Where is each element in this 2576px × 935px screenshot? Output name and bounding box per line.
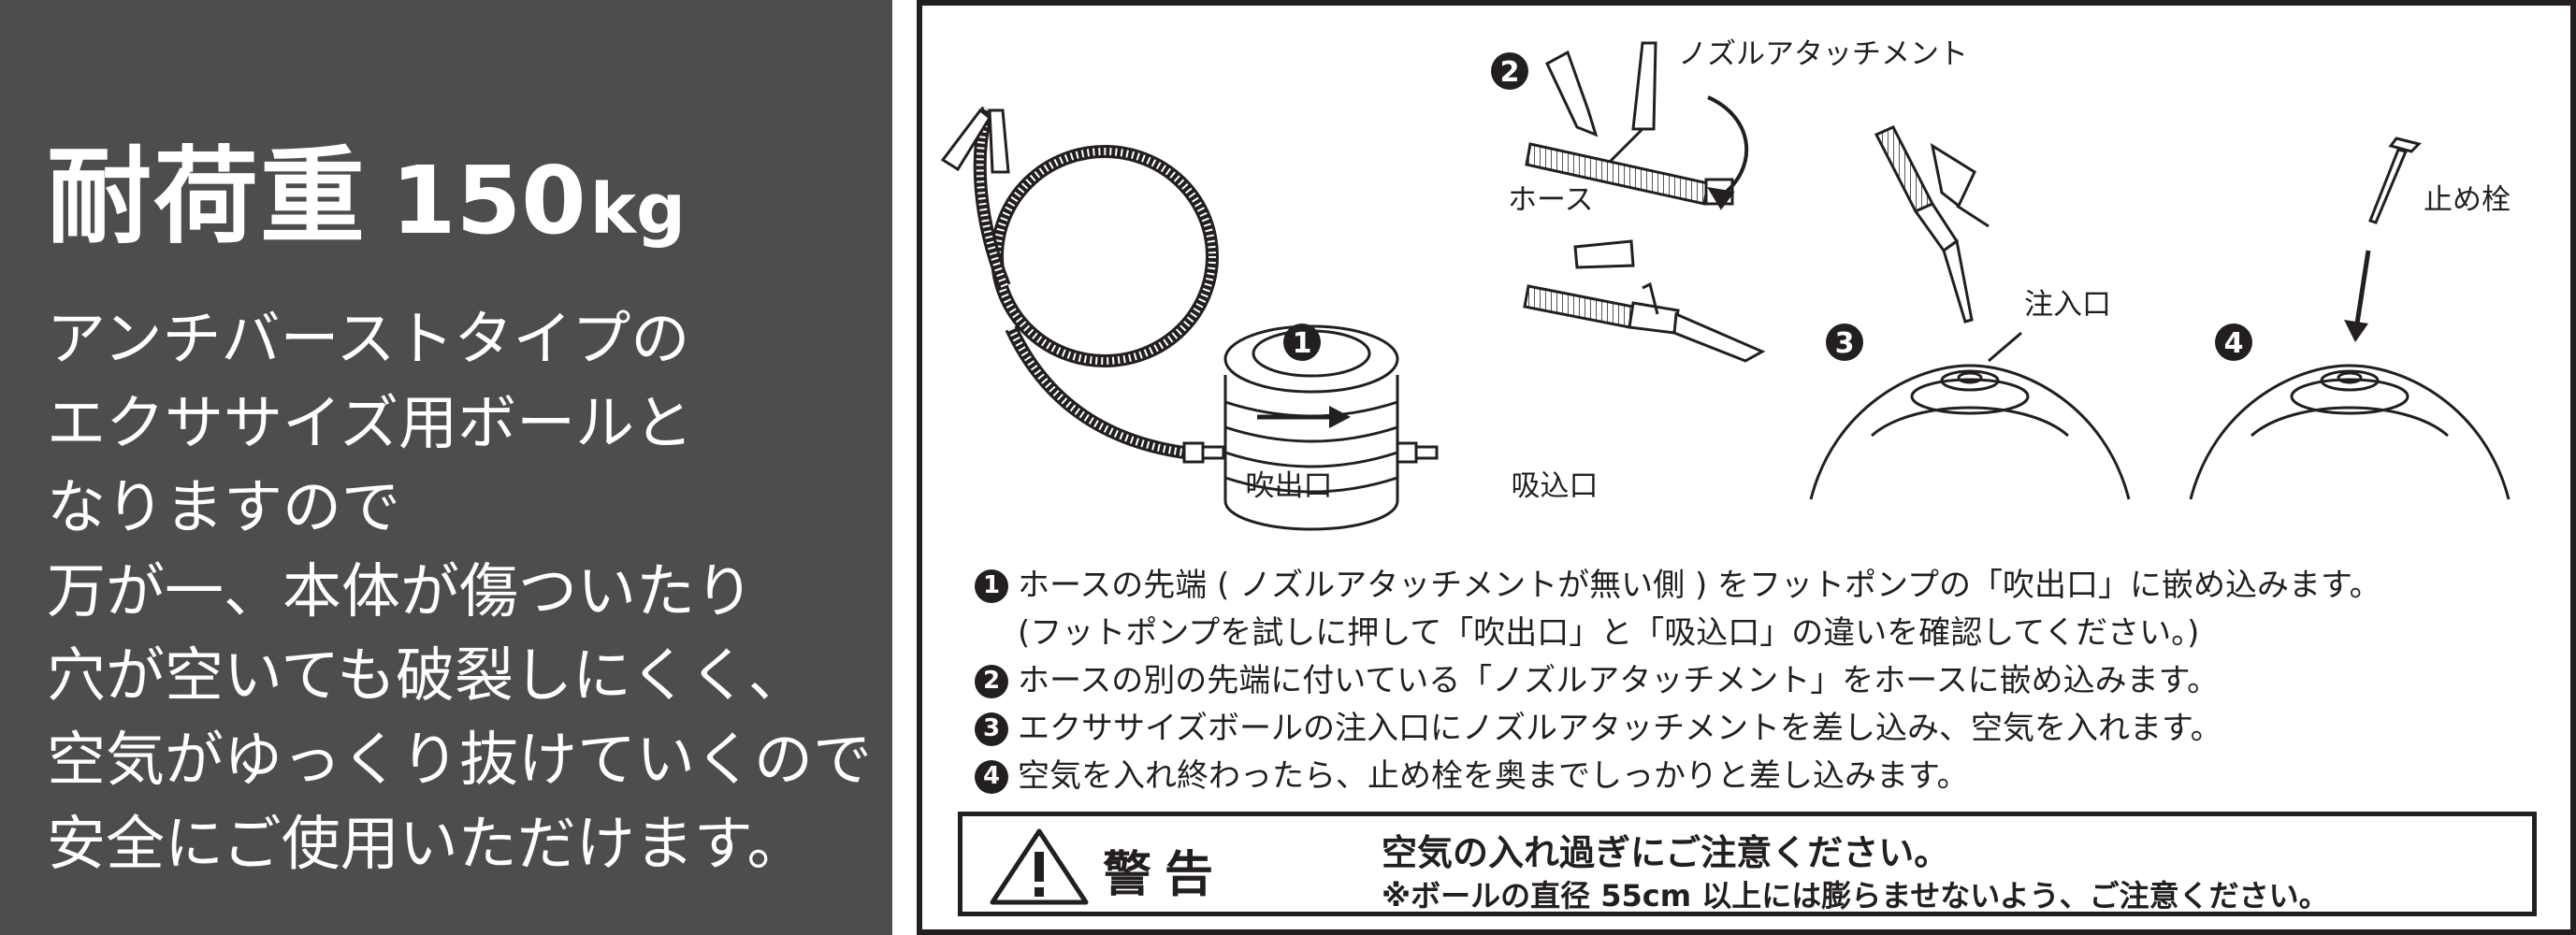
ball-with-stopper-illustration: [2189, 137, 2511, 500]
warning-box: 警告 空気の入れ過ぎにご注意ください。 ※ボールの直径 55cm 以上には膨らま…: [958, 812, 2537, 916]
step-text: エクササイズボールの注入口にノズルアタッチメントを差し込み、空気を入れます。: [1018, 710, 2222, 747]
inflation-diagram: 1 吹出口 吸込口 2 ノズルアタッチメント ホース: [940, 37, 2511, 531]
description-line: アンチバーストタイプの: [47, 305, 690, 373]
step-text: 空気を入れ終わったら、止め栓を奥までしっかりと差し込みます。: [1018, 757, 1969, 795]
description-line: 安全にご使用いただけます。: [47, 810, 806, 878]
step-1: 1 ホースの先端 ( ノズルアタッチメントが無い側 ) をフットポンプの「吹出口…: [975, 562, 2381, 610]
outlet-label: 吹出口: [1246, 469, 1333, 503]
step-2-badge: 2: [1491, 52, 1528, 90]
step-number-badge: 1: [975, 568, 1008, 603]
step-3: 3 エクササイズボールの注入口にノズルアタッチメントを差し込み、空気を入れます。: [975, 705, 2381, 753]
load-capacity-unit: kg: [589, 169, 686, 250]
step-number-badge: 3: [975, 712, 1008, 746]
warning-label: 警告: [1103, 847, 1227, 903]
description-line: 万が一、本体が傷ついたり: [47, 557, 754, 626]
step-text: ホースの先端 ( ノズルアタッチメントが無い側 ) をフットポンプの「吹出口」に…: [1018, 567, 2381, 604]
injection-port-label: 注入口: [2024, 288, 2111, 322]
description-line: エクササイズ用ボールと: [47, 389, 694, 457]
foot-pump-illustration: [940, 106, 1439, 531]
step-2: 2 ホースの別の先端に付いている「ノズルアタッチメント」をホースに嵌め込みます。: [975, 657, 2381, 705]
instructions-panel: 1 吹出口 吸込口 2 ノズルアタッチメント ホース: [917, 0, 2576, 935]
arrow-down-icon: [2344, 250, 2371, 342]
svg-text:3: 3: [1835, 327, 1855, 360]
step-1-badge: 1: [1283, 324, 1321, 361]
step-1-note: (フットポンプを試しに押して「吹出口」と「吸込口」の違いを確認してください。): [975, 610, 2381, 657]
exercise-ball-illustration: [1809, 125, 2131, 500]
svg-text:4: 4: [2224, 327, 2244, 360]
svg-text:2: 2: [1500, 56, 1520, 89]
step-3-badge: 3: [1826, 324, 1863, 361]
nozzle-attachment-label: ノズルアタッチメント: [1678, 37, 1968, 71]
step-4-badge: 4: [2215, 324, 2252, 361]
warning-note-text: ※ボールの直径 55cm 以上には膨らませないよう、ご注意ください。: [1382, 878, 2329, 913]
step-text: ホースの別の先端に付いている「ノズルアタッチメント」をホースに嵌め込みます。: [1018, 662, 2220, 699]
step-4: 4 空気を入れ終わったら、止め栓を奥までしっかりと差し込みます。: [975, 753, 2381, 800]
step-number-badge: 4: [975, 759, 1008, 794]
hose-label: ホース: [1508, 183, 1593, 217]
stopper-label: 止め栓: [2424, 183, 2511, 217]
instruction-steps: 1 ホースの先端 ( ノズルアタッチメントが無い側 ) をフットポンプの「吹出口…: [975, 562, 2381, 800]
warning-triangle-icon: [990, 828, 1089, 905]
description-line: なりますので: [47, 473, 400, 541]
load-capacity-value: 150: [391, 146, 586, 255]
nozzle-attachment-illustration: [1523, 41, 1766, 363]
arrow-right-icon: [1257, 406, 1351, 428]
load-capacity-label: 耐荷重: [47, 137, 367, 258]
svg-text:1: 1: [1293, 327, 1312, 360]
feature-description: アンチバーストタイプの エクササイズ用ボールと なりますので 万が一、本体が傷つ…: [47, 297, 872, 886]
step-text: (フットポンプを試しに押して「吹出口」と「吸込口」の違いを確認してください。): [1018, 614, 2200, 652]
warning-main-text: 空気の入れ過ぎにご注意ください。: [1382, 832, 1950, 873]
step-number-badge: 2: [975, 664, 1008, 698]
description-line: 穴が空いても破裂しにくく、: [47, 641, 807, 710]
inlet-label: 吸込口: [1512, 469, 1599, 503]
description-line: 空気がゆっくり抜けていくので: [47, 726, 872, 794]
